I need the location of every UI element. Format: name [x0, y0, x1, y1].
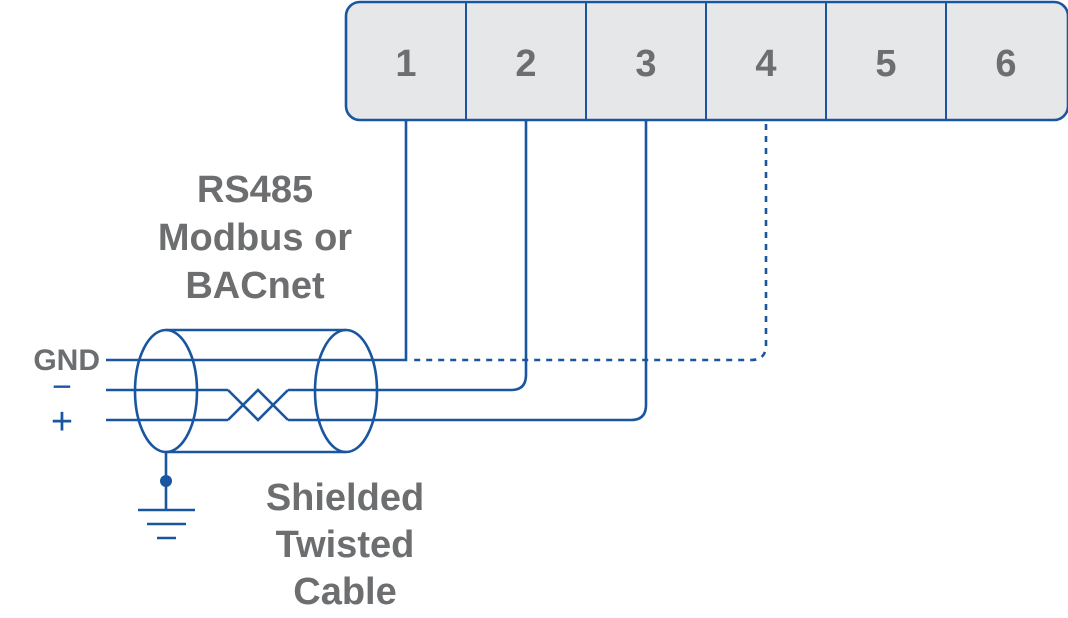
wire-terminal-2: [378, 120, 528, 392]
terminal-2-label: 2: [515, 43, 536, 85]
cable-caption: Shielded Twisted Cable: [266, 477, 424, 613]
minus-label: −: [52, 368, 72, 406]
ground-junction-dot: [160, 475, 172, 487]
protocol-caption: RS485 Modbus or BACnet: [158, 169, 352, 307]
cable-line-1: Shielded: [266, 477, 424, 519]
wire-terminal-3: [378, 120, 648, 422]
gnd-label: GND: [33, 344, 100, 377]
cable-line-3: Cable: [293, 571, 396, 613]
protocol-line-3: BACnet: [185, 265, 325, 307]
terminal-block: 1 2 3 4 5 6: [344, 0, 1068, 122]
terminal-wires: [106, 120, 768, 422]
cable-line-2: Twisted: [276, 524, 415, 566]
terminal-5-label: 5: [875, 43, 896, 85]
terminal-4-label: 4: [755, 43, 776, 85]
ground-symbol: [138, 452, 195, 540]
protocol-line-1: RS485: [197, 169, 313, 211]
wire-terminal-1: [106, 120, 408, 362]
terminal-6-label: 6: [995, 43, 1016, 85]
twisted-pair-cross: [227, 388, 289, 422]
plus-label: +: [51, 401, 73, 443]
terminal-1-label: 1: [395, 43, 416, 85]
wire-terminal-4-optional: [410, 124, 768, 362]
protocol-line-2: Modbus or: [158, 217, 352, 259]
cable-signal-lines: [106, 388, 378, 422]
terminal-3-label: 3: [635, 43, 656, 85]
